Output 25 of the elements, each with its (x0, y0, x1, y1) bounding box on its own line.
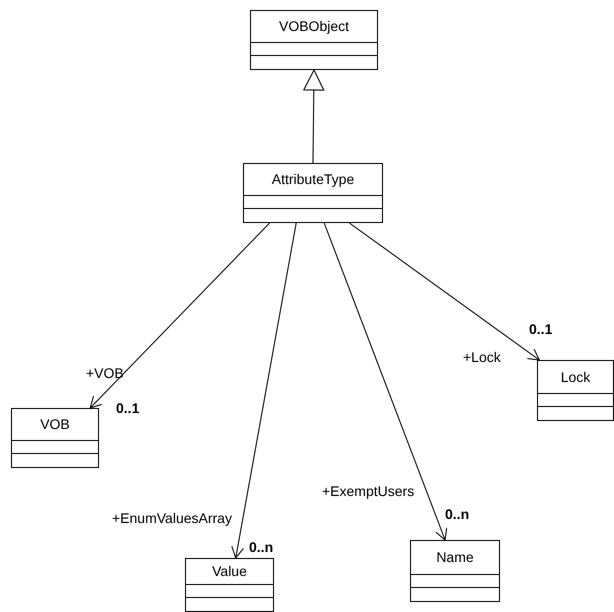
association-arrow (231, 222, 297, 558)
class-box (250, 10, 378, 70)
association-arrow (90, 222, 270, 408)
class-name: AttributeType (272, 170, 354, 189)
generalization-arrow (303, 70, 324, 164)
class-box (243, 163, 383, 223)
class-name: Name (436, 548, 474, 567)
multiplicity-label: 0..n (249, 540, 274, 554)
class-name: VOBObject (278, 17, 350, 36)
role-label: +Lock (463, 350, 501, 364)
role-label: +VOB (86, 366, 124, 380)
role-label: +EnumValuesArray (112, 511, 232, 525)
association-arrow (324, 222, 448, 540)
role-label: +ExemptUsers (322, 484, 414, 498)
class-box (410, 540, 500, 602)
multiplicity-label: 0..1 (116, 401, 140, 415)
class-name: VOB (40, 415, 70, 434)
multiplicity-label: 0..n (445, 507, 470, 521)
class-box (185, 558, 274, 612)
class-box (11, 408, 99, 468)
class-name: Value (212, 562, 247, 581)
association-arrow (348, 222, 540, 360)
class-name: Lock (560, 368, 590, 386)
class-box (537, 360, 614, 421)
multiplicity-label: 0..1 (529, 322, 552, 336)
